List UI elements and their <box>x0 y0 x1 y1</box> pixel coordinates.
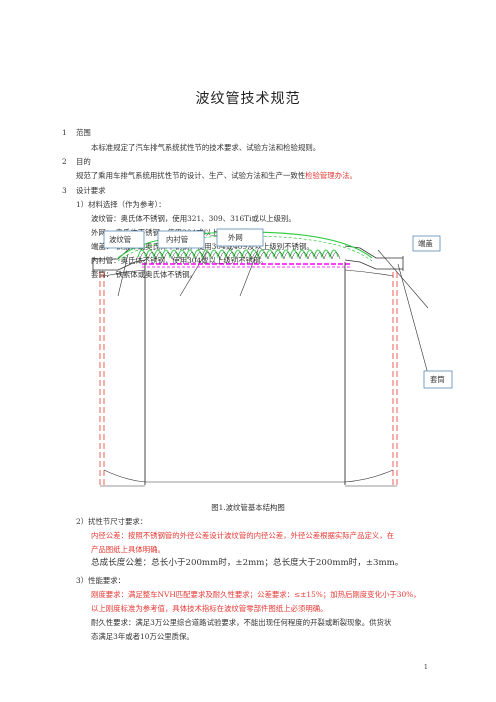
performance-line-2: 态满足3年或者10万公里质保。 <box>91 632 194 641</box>
performance-line-1: 耐久性要求：满足3万公里综合道路试验要求，不能出现任何程度的开裂或断裂现象。供货… <box>91 618 392 627</box>
section-1-text: 本标准规定了汽车排气系统扰性节的技术要求、试验方法和检验规则。 <box>91 143 321 152</box>
bottom-curve <box>103 469 394 483</box>
section-2-heading: 目的 <box>76 157 91 166</box>
materials-heading: 1）材料选择（作为参考）： <box>76 200 166 209</box>
leader-sleeve <box>397 263 429 375</box>
left-end-tube <box>93 245 146 271</box>
section-1-heading: 范围 <box>76 128 91 137</box>
label-box-mesh <box>216 228 264 247</box>
dimensions-heading: 2）扰性节尺寸要求： <box>76 517 148 526</box>
section-2-number: 2 <box>62 157 67 166</box>
performance-red-line-2: 以上刚度标准为参考值，具体技术指标在波纹管零部件图纸上必须明确。 <box>91 604 328 613</box>
material-line-liner: 内衬管：奥氏体不锈钢，使用304或以上级别不锈钢。 <box>91 256 268 265</box>
leader-endcap <box>377 249 429 309</box>
figure-caption: 图1.波纹管基本结构图 <box>211 503 285 512</box>
page-title: 波纹管技术规范 <box>195 91 301 107</box>
page-number: 1 <box>424 664 428 671</box>
section-3-number: 3 <box>62 186 67 195</box>
label-bellows: 波纹管 <box>109 235 132 244</box>
material-line-bellows: 波纹管：奥氏体不锈钢，使用321、309、316Ti或以上级别。 <box>91 214 296 223</box>
dimensions-red-line-2: 产品图纸上具体明确。 <box>91 545 165 554</box>
dimensions-length-line: 总成长度公差：总长小于200mm时，±2mm；总长度大于200mm时，±3mm。 <box>91 558 404 568</box>
label-liner: 内衬管 <box>166 235 189 244</box>
leader-mesh <box>239 249 259 297</box>
material-line-sleeve: 套筒： 铁素体或奥氏体不锈钢。 <box>91 270 197 279</box>
label-sleeve: 套筒 <box>430 375 445 384</box>
label-box-endcap <box>412 235 441 252</box>
label-box-liner <box>157 230 205 249</box>
bellows-corrugation <box>137 249 339 259</box>
bellows-corrugation-outline <box>139 252 341 260</box>
section-2-text-red: 检验管理办法。 <box>305 171 357 180</box>
label-box-bellows <box>103 230 145 249</box>
performance-red-line-1: 刚度要求：满足整车NVH匹配要求及耐久性要求；公差要求：≤±15%；加热后刚度变… <box>91 590 421 599</box>
label-endcap: 端盖 <box>418 239 433 248</box>
leader-bellows <box>117 253 129 297</box>
label-box-sleeve <box>423 370 453 389</box>
dimensions-red-line-1: 内径公差：按照不锈钢管的外径公差设计波纹管的内径公差，外径公差根据实际产品定义，… <box>91 531 395 540</box>
label-mesh: 外网 <box>228 233 243 242</box>
section-2-text-black: 规范了乘用车排气系统用扰性节的设计、生产、试验方法和生产一致性 <box>76 171 306 180</box>
leader-liner <box>179 250 208 297</box>
section-1-number: 1 <box>62 128 67 137</box>
section-2-text: 规范了乘用车排气系统用扰性节的设计、生产、试验方法和生产一致性检验管理办法。 <box>76 171 357 180</box>
performance-heading: 3）性能要求： <box>76 576 126 585</box>
section-3-heading: 设计要求 <box>76 186 106 195</box>
right-sleeve-flare <box>344 269 394 277</box>
left-sleeve-flare <box>103 269 146 277</box>
right-end-tube <box>344 245 403 270</box>
